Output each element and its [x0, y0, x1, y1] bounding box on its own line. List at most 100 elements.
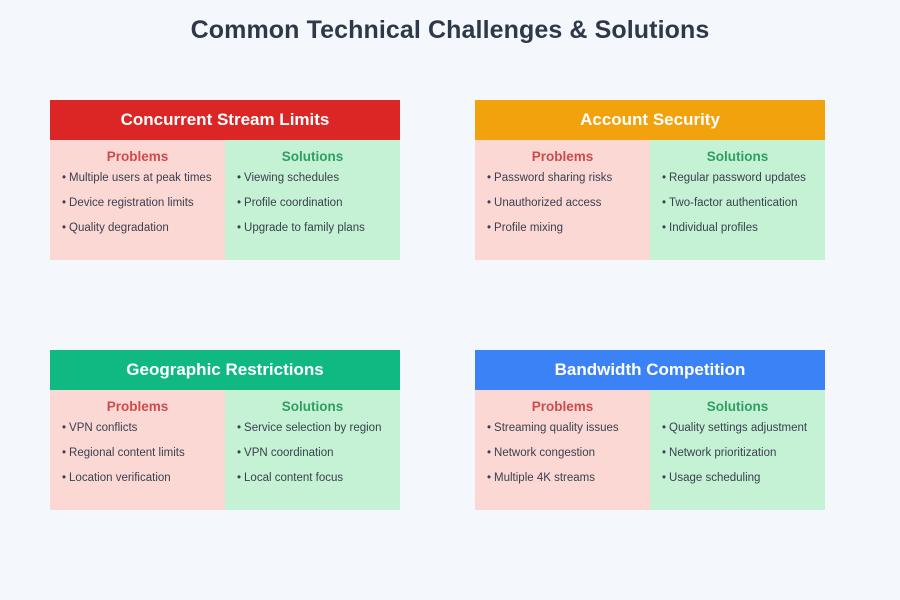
problems-list: •Streaming quality issues •Network conge… [475, 416, 650, 491]
bullet-icon: • [662, 172, 667, 184]
problems-list: •VPN conflicts •Regional content limits … [50, 416, 225, 491]
problems-list: •Multiple users at peak times •Device re… [50, 166, 225, 241]
card-body: Problems •Multiple users at peak times •… [50, 140, 400, 260]
problems-heading: Problems [531, 149, 594, 164]
list-item-label: Device registration limits [69, 197, 194, 209]
list-item: •Viewing schedules [225, 166, 400, 191]
solutions-list: •Viewing schedules •Profile coordination… [225, 166, 400, 241]
list-item: •Local content focus [225, 466, 400, 491]
list-item: •VPN conflicts [50, 416, 225, 441]
card-header: Bandwidth Competition [475, 350, 825, 390]
list-item: •Regional content limits [50, 441, 225, 466]
bullet-icon: • [487, 422, 492, 434]
list-item-label: Profile coordination [244, 197, 343, 209]
solutions-heading: Solutions [281, 399, 344, 414]
list-item: •Location verification [50, 466, 225, 491]
bullet-icon: • [237, 222, 242, 234]
list-item-label: Quality settings adjustment [669, 422, 808, 434]
list-item: •Password sharing risks [475, 166, 650, 191]
list-item-label: Regular password updates [669, 172, 806, 184]
problems-list: •Password sharing risks •Unauthorized ac… [475, 166, 650, 241]
card-header: Account Security [475, 100, 825, 140]
bullet-icon: • [62, 222, 67, 234]
bullet-icon: • [237, 472, 242, 484]
list-item-label: Regional content limits [69, 447, 185, 459]
list-item-label: Network prioritization [669, 447, 777, 459]
list-item-label: Profile mixing [494, 222, 564, 234]
bullet-icon: • [487, 197, 492, 209]
list-item-label: Usage scheduling [669, 472, 761, 484]
list-item: •Regular password updates [650, 166, 825, 191]
list-item-label: Local content focus [244, 472, 344, 484]
problems-heading: Problems [106, 149, 169, 164]
list-item-label: Multiple users at peak times [69, 172, 212, 184]
card-header: Concurrent Stream Limits [50, 100, 400, 140]
bullet-icon: • [487, 447, 492, 459]
solutions-column: Solutions •Viewing schedules •Profile co… [225, 140, 400, 260]
bullet-icon: • [62, 172, 67, 184]
list-item: •VPN coordination [225, 441, 400, 466]
list-item: •Quality degradation [50, 216, 225, 241]
list-item: •Unauthorized access [475, 191, 650, 216]
list-item: •Quality settings adjustment [650, 416, 825, 441]
bullet-icon: • [237, 422, 242, 434]
page-title: Common Technical Challenges & Solutions [190, 16, 710, 44]
bullet-icon: • [237, 197, 242, 209]
bullet-icon: • [62, 447, 67, 459]
solutions-heading: Solutions [706, 149, 769, 164]
problems-column: Problems •Streaming quality issues •Netw… [475, 390, 650, 510]
solutions-column: Solutions •Regular password updates •Two… [650, 140, 825, 260]
list-item-label: Viewing schedules [244, 172, 340, 184]
card-body: Problems •Streaming quality issues •Netw… [475, 390, 825, 510]
list-item: •Network congestion [475, 441, 650, 466]
bullet-icon: • [237, 447, 242, 459]
list-item: •Profile mixing [475, 216, 650, 241]
list-item: •Two-factor authentication [650, 191, 825, 216]
solutions-list: •Regular password updates •Two-factor au… [650, 166, 825, 241]
list-item: •Multiple 4K streams [475, 466, 650, 491]
solutions-heading: Solutions [281, 149, 344, 164]
problems-heading: Problems [106, 399, 169, 414]
list-item-label: Network congestion [494, 447, 596, 459]
list-item-label: Two-factor authentication [669, 197, 798, 209]
list-item: •Streaming quality issues [475, 416, 650, 441]
bullet-icon: • [487, 472, 492, 484]
solutions-heading: Solutions [706, 399, 769, 414]
list-item-label: Upgrade to family plans [244, 222, 365, 234]
list-item: •Multiple users at peak times [50, 166, 225, 191]
bullet-icon: • [62, 472, 67, 484]
list-item: •Service selection by region [225, 416, 400, 441]
list-item: •Individual profiles [650, 216, 825, 241]
challenge-card-bandwidth-competition: Bandwidth Competition Problems •Streamin… [475, 350, 825, 510]
bullet-icon: • [62, 197, 67, 209]
challenge-card-account-security: Account Security Problems •Password shar… [475, 100, 825, 260]
problems-heading: Problems [531, 399, 594, 414]
bullet-icon: • [662, 197, 667, 209]
list-item-label: Service selection by region [244, 422, 382, 434]
bullet-icon: • [662, 222, 667, 234]
bullet-icon: • [662, 472, 667, 484]
solutions-list: •Service selection by region •VPN coordi… [225, 416, 400, 491]
bullet-icon: • [487, 222, 492, 234]
list-item-label: Individual profiles [669, 222, 758, 234]
list-item-label: VPN coordination [244, 447, 334, 459]
bullet-icon: • [487, 172, 492, 184]
problems-column: Problems •VPN conflicts •Regional conten… [50, 390, 225, 510]
list-item-label: Location verification [69, 472, 171, 484]
bullet-icon: • [662, 447, 667, 459]
list-item-label: Multiple 4K streams [494, 472, 596, 484]
challenge-card-geographic-restrictions: Geographic Restrictions Problems •VPN co… [50, 350, 400, 510]
list-item: •Network prioritization [650, 441, 825, 466]
bullet-icon: • [62, 422, 67, 434]
list-item-label: Unauthorized access [494, 197, 602, 209]
list-item: •Upgrade to family plans [225, 216, 400, 241]
card-body: Problems •Password sharing risks •Unauth… [475, 140, 825, 260]
list-item-label: Streaming quality issues [494, 422, 619, 434]
problems-column: Problems •Password sharing risks •Unauth… [475, 140, 650, 260]
list-item-label: Quality degradation [69, 222, 169, 234]
list-item: •Usage scheduling [650, 466, 825, 491]
bullet-icon: • [237, 172, 242, 184]
list-item-label: VPN conflicts [69, 422, 138, 434]
list-item: •Profile coordination [225, 191, 400, 216]
bullet-icon: • [662, 422, 667, 434]
